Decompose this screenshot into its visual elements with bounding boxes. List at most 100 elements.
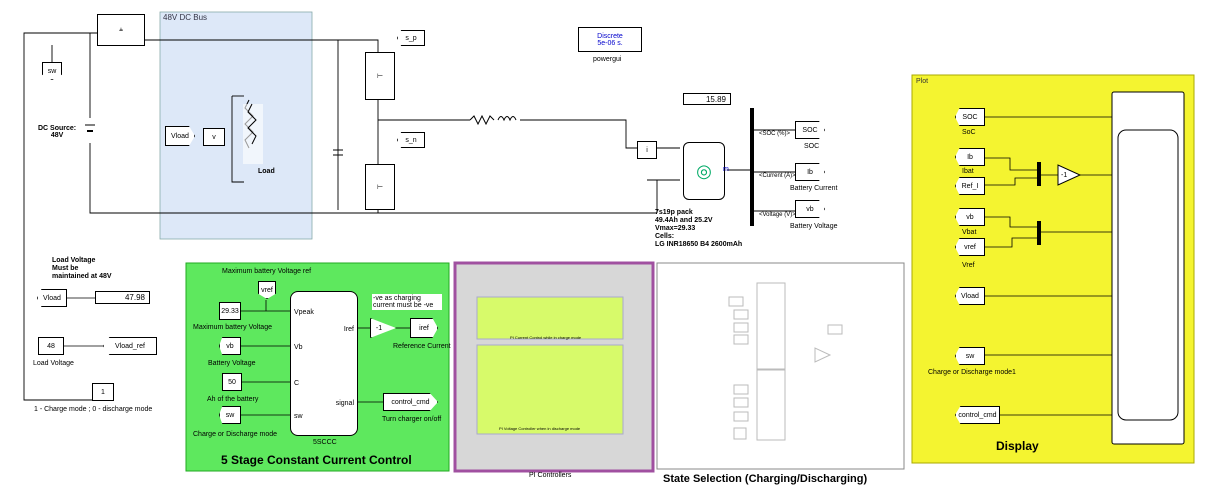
plot-ib-tag: Ib (967, 153, 973, 161)
sw-tag-label: sw (47, 67, 57, 75)
turn-charger-label: Turn charger on/off (382, 416, 442, 423)
plot-vbat-label: Vbat (962, 229, 977, 236)
plot-refi-tag: Ref_I (961, 182, 979, 190)
switch-icon: ⫨ (119, 26, 123, 33)
plot-ib-from[interactable]: Ib (955, 148, 985, 166)
dcbus-title: 48V DC Bus (163, 13, 208, 22)
vload-display-value: 47.98 (124, 293, 145, 302)
reference-current-label: Reference Current (393, 343, 451, 350)
ah-battery-label: Ah of the battery (207, 396, 259, 403)
plot-sw-from[interactable]: sw (955, 347, 985, 365)
battery-info-2: 49.4Ah and 25.2V (655, 217, 713, 224)
vload-from-label: Vload (43, 294, 61, 302)
sw-from-tag[interactable]: sw (219, 406, 241, 424)
battery-voltage-label: Battery Voltage (790, 223, 838, 230)
max-batt-voltage-label: Maximum battery Voltage (193, 324, 272, 331)
s-p-tag-label: s_p (405, 34, 417, 42)
5scc-block-name: 5SCCC (313, 439, 337, 446)
plot-title: Plot (916, 78, 929, 85)
plot-vb-from[interactable]: vb (955, 208, 985, 226)
plot-vref-tag: vref (964, 243, 976, 251)
dc-source-label: DC Source: 48V (38, 125, 77, 139)
vref-from-tag[interactable]: vref (258, 281, 276, 299)
powergui-block[interactable]: Discrete 5e-06 s. (578, 27, 642, 52)
const-48-label: 48 (47, 342, 55, 350)
pi-sub1-label: PI Current Control while in charge mode (510, 335, 582, 340)
battery-m-port: m (723, 166, 729, 173)
battery-info-1: 7s19p pack (655, 209, 693, 216)
current-measurement-block[interactable]: i (637, 141, 657, 159)
mosfet-lower-block[interactable]: ⊢ (365, 164, 395, 210)
port-iref: Iref (343, 326, 354, 333)
const-29-block[interactable]: 29.33 (219, 302, 241, 320)
vb-from-tag[interactable]: vb (219, 337, 241, 355)
voltage-measurement-block[interactable]: v (203, 128, 225, 146)
charge-discharge-label: Charge or Discharge mode (193, 431, 278, 438)
pi-controllers-label: PI Controllers (529, 472, 572, 479)
5scc-subsystem-block[interactable]: Vpeak Vb C sw Iref signal (290, 291, 358, 436)
mosfet-upper-block[interactable]: ⊢ (365, 52, 395, 100)
vload-tag-label: Vload (171, 132, 189, 140)
plot-display-label: Display (996, 439, 1039, 453)
battery-icon: ◎ (696, 160, 712, 181)
plot-refi-from[interactable]: Ref_I (955, 177, 985, 195)
vb-goto-tag[interactable]: vb (795, 200, 825, 218)
vload-ref-label: Vload_ref (115, 342, 145, 350)
vref-from-label: vref (261, 286, 273, 294)
plot-soc-from[interactable]: SOC (955, 108, 985, 126)
const-29-label: 29.33 (221, 307, 239, 315)
const-50-block[interactable]: 50 (222, 373, 242, 391)
gain-label: -1 (375, 324, 383, 332)
load-voltage-label: Load Voltage (33, 360, 74, 367)
load-voltage-note-3: maintained at 48V (52, 273, 112, 280)
ammeter-icon: i (646, 146, 648, 154)
battery-info-4: Cells: (655, 233, 675, 240)
plot-vref-from[interactable]: vref (955, 238, 985, 256)
state-selection-label: State Selection (Charging/Discharging) (663, 473, 868, 485)
vload-display: 47.98 (95, 291, 150, 304)
plot-ibat-label: Ibat (962, 168, 974, 175)
battery-current-label: Battery Current (790, 185, 838, 192)
port-signal: signal (335, 400, 354, 407)
port-vpeak: Vpeak (294, 309, 314, 316)
control-cmd-goto-tag[interactable]: control_cmd (383, 393, 438, 411)
plot-vload-tag: Vload (961, 292, 979, 300)
load-voltage-note-2: Must be (52, 265, 79, 272)
ib-goto-tag[interactable]: Ib (795, 163, 825, 181)
pi-sub2-label: PI Voltage Controller when in discharge … (499, 426, 581, 431)
s-p-from-tag[interactable]: s_p (397, 30, 425, 46)
port-sw: sw (294, 413, 303, 420)
plot-control-cmd-tag: control_cmd (958, 411, 997, 419)
plot-control-cmd-from[interactable]: control_cmd (955, 406, 1000, 424)
max-batt-ref-label: Maximum battery Voltage ref (222, 268, 312, 275)
voltage-port-label: <Voltage (V)> (759, 212, 796, 218)
battery-block[interactable]: ◎ (683, 142, 725, 200)
soc-goto-tag[interactable]: SOC (795, 121, 825, 139)
plot-soc-tag: SOC (962, 113, 978, 121)
plot-vload-from[interactable]: Vload (955, 287, 985, 305)
powergui-label: powergui (593, 56, 622, 63)
s-n-from-tag[interactable]: s_n (397, 132, 425, 148)
voltmeter-icon: v (212, 133, 216, 141)
const-1-block[interactable]: 1 (92, 383, 114, 401)
battery-voltage-label-2: Battery Voltage (208, 360, 256, 367)
iref-goto-tag[interactable]: iref (410, 318, 438, 338)
iref-note: -ve as charging current must be -ve (372, 294, 442, 310)
powergui-line2: 5e-06 s. (597, 39, 623, 47)
sw-goto-tag[interactable]: sw (42, 62, 62, 80)
battery-info-5: LG INR18650 B4 2600mAh (655, 241, 743, 248)
mode-label: 1 - Charge mode ; 0 - discharge mode (34, 406, 153, 413)
current-port-label: <Current (A)> (759, 173, 796, 179)
ideal-switch-block[interactable]: ⫨ (97, 14, 145, 46)
vb-tag-label: vb (806, 205, 814, 213)
vload-from-tag-2[interactable]: Vload (37, 289, 67, 307)
mosfet-icon: ⊢ (376, 184, 384, 191)
current-display: 15.89 (683, 93, 731, 105)
plot-gain-label: -1 (1061, 172, 1068, 179)
vload-from-tag[interactable]: Vload (165, 126, 195, 146)
const-48-block[interactable]: 48 (38, 337, 64, 355)
vload-ref-goto-tag[interactable]: Vload_ref (103, 337, 157, 355)
plot-vb-tag: vb (966, 213, 974, 221)
ib-tag-label: Ib (807, 168, 813, 176)
battery-info-3: Vmax=29.33 (655, 225, 696, 232)
